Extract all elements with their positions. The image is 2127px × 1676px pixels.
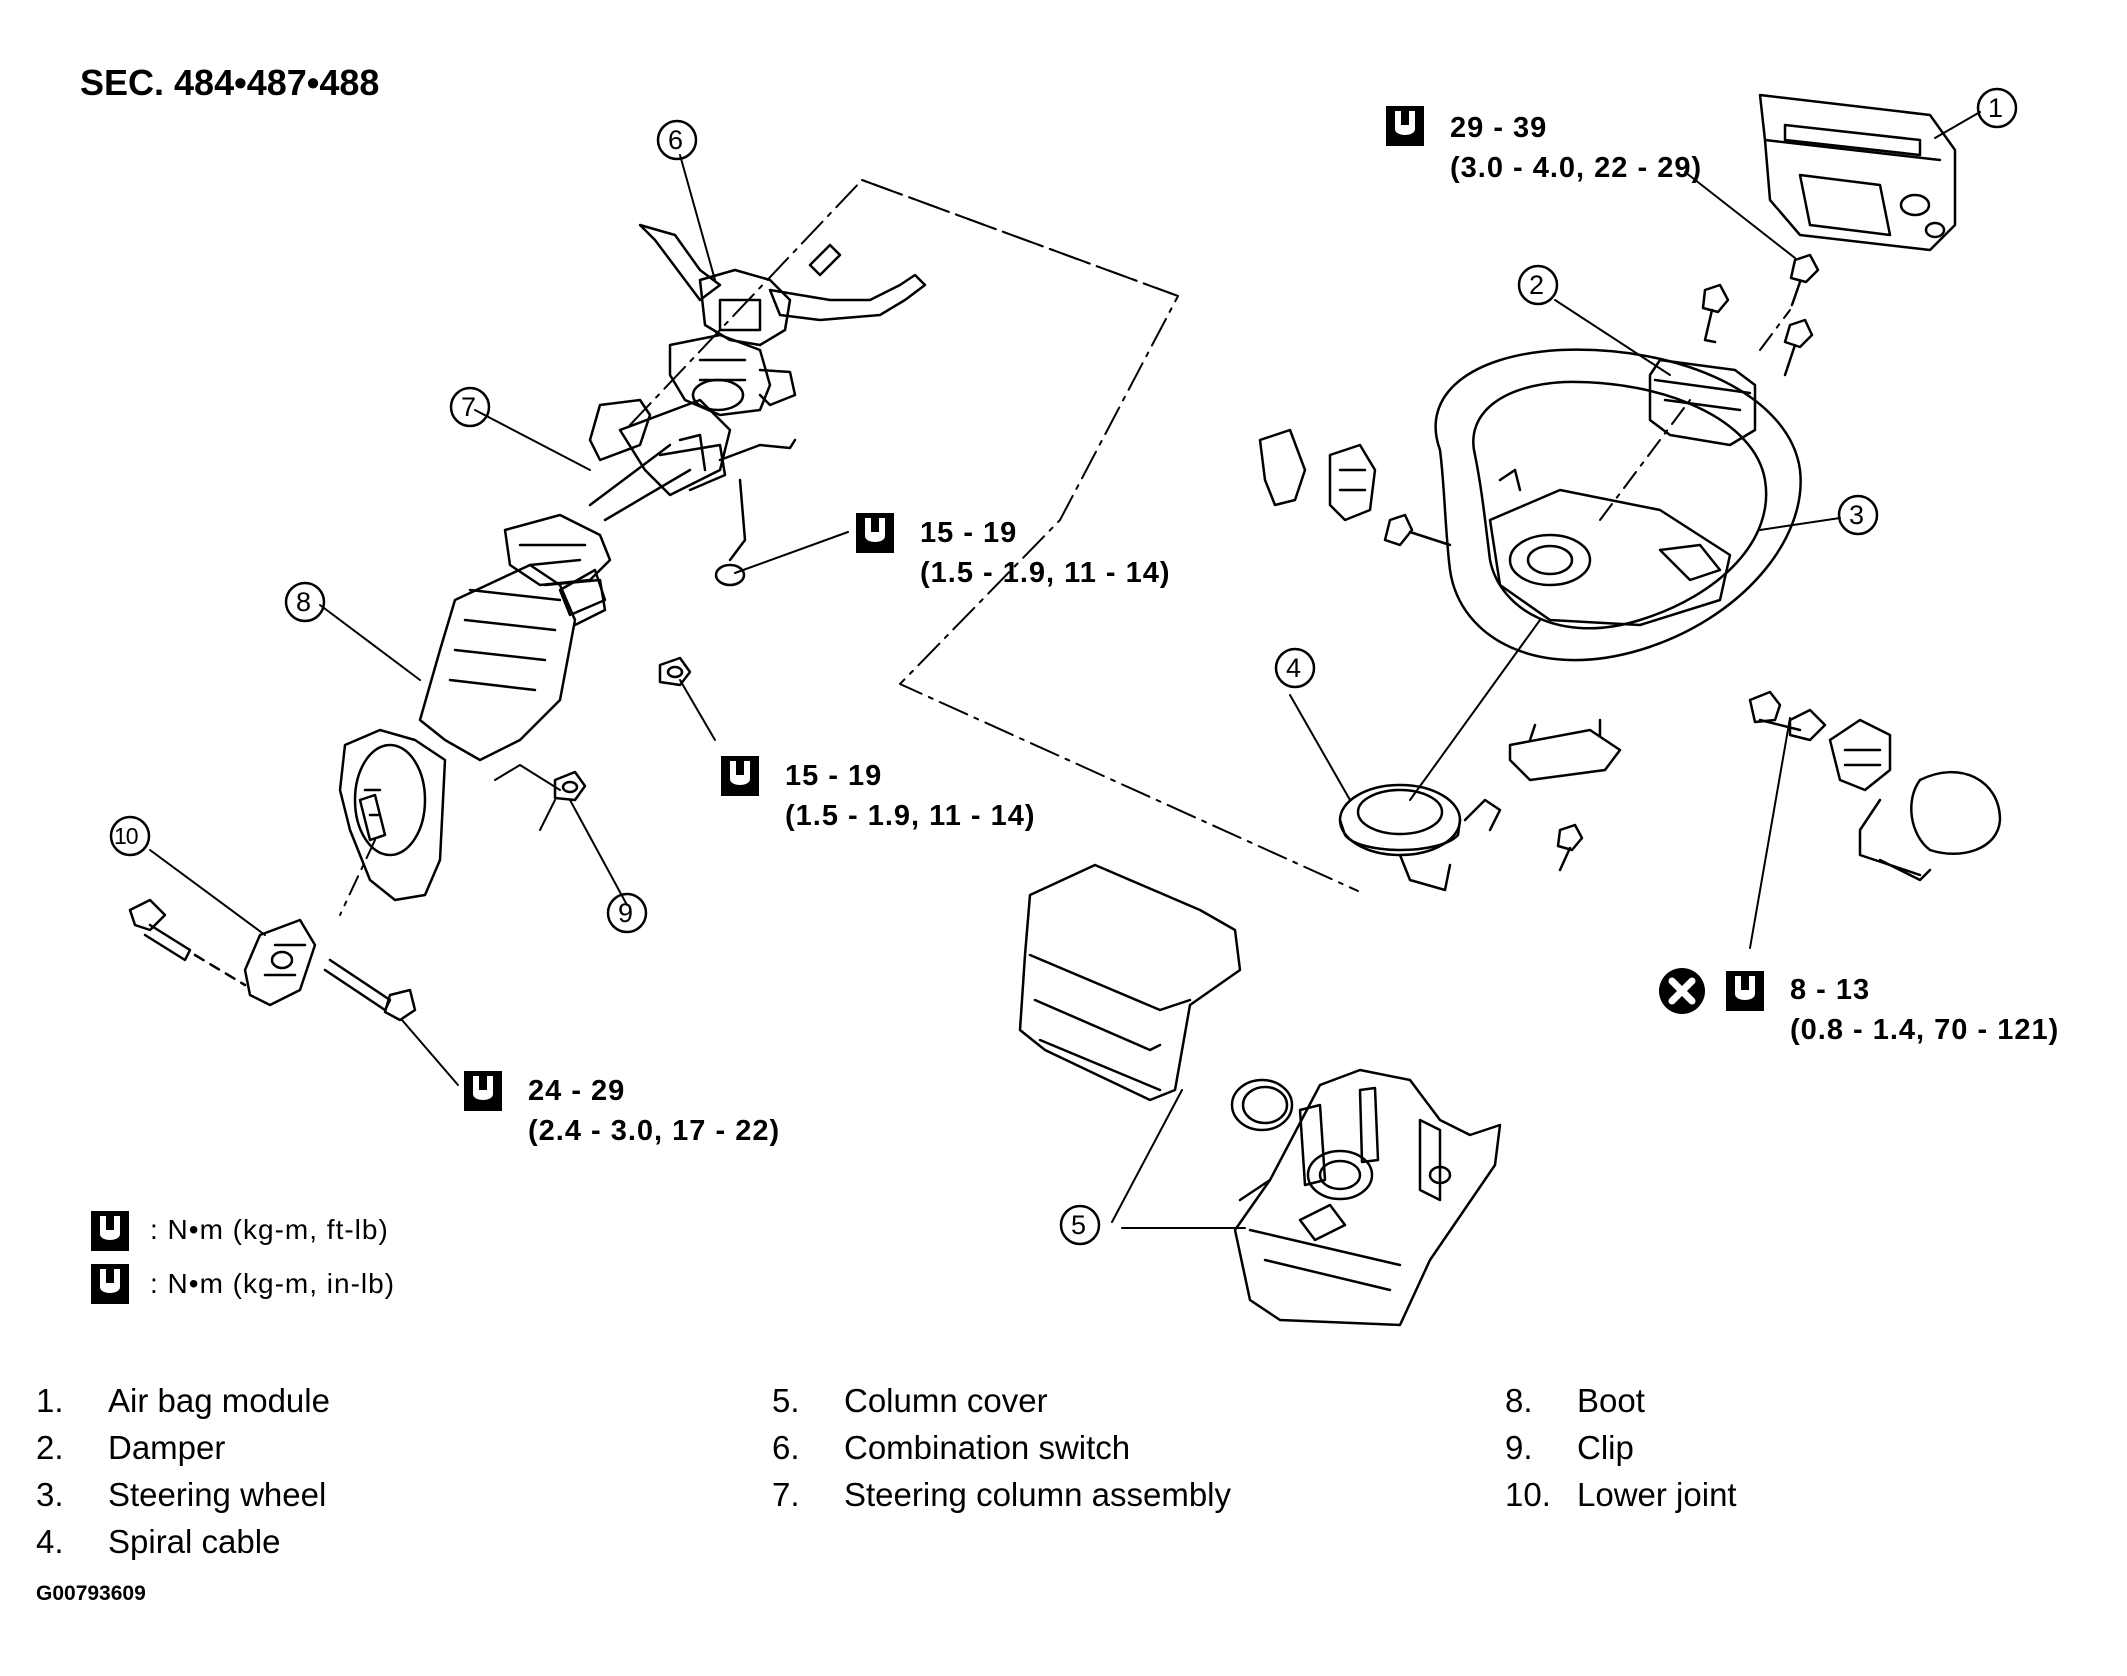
air-bag-module	[1758, 93, 1957, 252]
torque-spec-3-alt: (1.5 - 1.9, 11 - 14)	[785, 800, 1036, 832]
parts-list-item: 7. Steering column assembly	[772, 1476, 1231, 1514]
part-name: Air bag module	[108, 1382, 330, 1419]
leader-lines	[149, 111, 1981, 1229]
section-title: SEC. 484•487•488	[80, 62, 380, 103]
torque-ft-lb-icon	[721, 756, 759, 796]
torque-spec-5-alt: (0.8 - 1.4, 70 - 121)	[1790, 1014, 2060, 1046]
callout-number-8: 8	[296, 587, 312, 617]
right-side-switch	[1748, 690, 2002, 882]
torque-spec-2-nm: 15 - 19	[920, 517, 1018, 549]
column-cover-lower	[1233, 1068, 1502, 1327]
torque-spec-5-nm: 8 - 13	[1790, 974, 1871, 1006]
figure-code: G00793609	[36, 1582, 146, 1605]
column-flange	[338, 728, 447, 916]
do-not-reuse-icon	[1659, 968, 1705, 1014]
callout-circle-1	[1976, 87, 2018, 129]
part-number: 1.	[36, 1382, 64, 1419]
callout-number-1: 1	[1988, 93, 2004, 123]
callout-number-3: 3	[1849, 500, 1865, 530]
legend-ft-lb: : N•m (kg-m, ft-lb)	[150, 1214, 389, 1245]
torque-spec-3-nm: 15 - 19	[785, 760, 883, 792]
parts-list-item: 6. Combination switch	[772, 1429, 1130, 1467]
callout-circle-7	[449, 386, 491, 428]
boot	[418, 563, 607, 762]
lower-joint	[128, 898, 417, 1022]
callout-circle-9	[606, 892, 648, 934]
part-number: 10.	[1505, 1476, 1551, 1513]
part-number: 5.	[772, 1382, 800, 1419]
callout-number-5: 5	[1071, 1210, 1087, 1240]
callout-circle-6	[656, 119, 698, 161]
part-number: 8.	[1505, 1382, 1533, 1419]
part-number: 4.	[36, 1523, 64, 1560]
torque-ft-lb-icon	[91, 1211, 129, 1251]
part-number: 7.	[772, 1476, 800, 1513]
steering-wheel	[1258, 309, 1802, 662]
part-name: Damper	[108, 1429, 226, 1466]
parts-list-item: 9. Clip	[1505, 1429, 1634, 1467]
torque-in-lb-icon	[1726, 971, 1764, 1011]
callout-circles	[109, 87, 2018, 1246]
callout-circle-8	[284, 581, 326, 623]
callout-circle-2	[1517, 264, 1559, 306]
part-name: Boot	[1577, 1382, 1645, 1419]
part-number: 3.	[36, 1476, 64, 1513]
part-name: Lower joint	[1577, 1476, 1737, 1513]
ring	[1230, 1078, 1294, 1132]
callout-circle-10	[109, 815, 151, 857]
part-number: 2.	[36, 1429, 64, 1466]
combination-switch	[638, 223, 927, 417]
parts-list-item: 8. Boot	[1505, 1382, 1645, 1420]
callout-number-9: 9	[618, 898, 634, 928]
torque-spec-1-alt: (3.0 - 4.0, 22 - 29)	[1450, 152, 1703, 184]
torque-in-lb-icon	[91, 1264, 129, 1304]
assembly-outline	[629, 179, 1359, 892]
torque-spec-2-alt: (1.5 - 1.9, 11 - 14)	[920, 557, 1171, 589]
parts-list-item: 10. Lower joint	[1505, 1476, 1737, 1514]
callout-circle-4	[1274, 647, 1316, 689]
parts-list-item: 4. Spiral cable	[36, 1523, 280, 1561]
callout-number-7: 7	[461, 392, 477, 422]
callout-number-10: 10	[114, 823, 139, 849]
part-name: Clip	[1577, 1429, 1634, 1466]
parts-list-item: 3. Steering wheel	[36, 1476, 326, 1514]
part-name: Spiral cable	[108, 1523, 281, 1560]
callout-circle-3	[1837, 494, 1879, 536]
torque-spec-4-alt: (2.4 - 3.0, 17 - 22)	[528, 1115, 781, 1147]
part-name: Steering column assembly	[844, 1476, 1232, 1513]
part-name: Steering wheel	[108, 1476, 327, 1513]
torque-spec-1-nm: 29 - 39	[1450, 112, 1548, 144]
part-number: 6.	[772, 1429, 800, 1466]
callout-number-6: 6	[668, 125, 684, 155]
column-cover-upper	[1018, 863, 1242, 1102]
part-name: Combination switch	[844, 1429, 1131, 1466]
spiral-cable	[1338, 718, 1622, 892]
parts-list-item: 2. Damper	[36, 1429, 225, 1467]
callout-number-2: 2	[1529, 270, 1545, 300]
callout-circle-5	[1059, 1204, 1101, 1246]
parts-list-item: 1. Air bag module	[36, 1382, 330, 1420]
torque-ft-lb-icon	[856, 513, 894, 553]
steering-column	[503, 398, 797, 617]
part-number: 9.	[1505, 1429, 1533, 1466]
legend-in-lb: : N•m (kg-m, in-lb)	[150, 1268, 396, 1299]
damper	[1648, 253, 1820, 447]
torque-spec-4-nm: 24 - 29	[528, 1075, 626, 1107]
parts-list-item: 5. Column cover	[772, 1382, 1048, 1420]
clips	[553, 656, 692, 802]
torque-ft-lb-icon	[464, 1071, 502, 1111]
part-name: Column cover	[844, 1382, 1048, 1419]
torque-ft-lb-icon	[1386, 106, 1424, 146]
callout-number-4: 4	[1286, 653, 1302, 683]
